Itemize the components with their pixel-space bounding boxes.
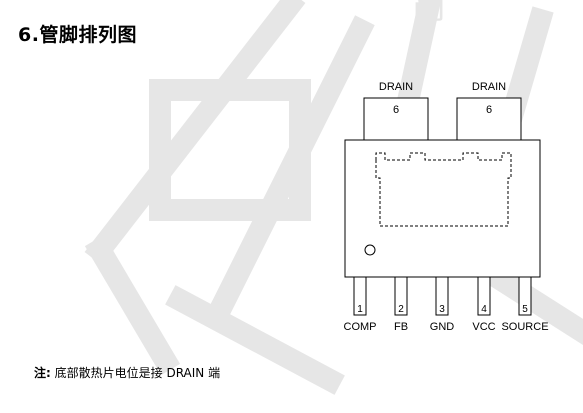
- pin-number: 2: [398, 304, 404, 315]
- pin-name: COMP: [344, 321, 377, 333]
- pin-name: FB: [394, 321, 408, 333]
- section-heading: 6.管脚排列图: [18, 24, 137, 46]
- pin-number: 5: [522, 304, 528, 315]
- pin-name: GND: [430, 321, 455, 333]
- drain-tab-label: DRAIN: [472, 81, 506, 93]
- pin-1: 1 COMP: [344, 276, 377, 333]
- drain-tab-number: 6: [486, 104, 492, 116]
- pin-2: 2 FB: [394, 276, 408, 333]
- drain-tab-label: DRAIN: [379, 81, 413, 93]
- heatsink-outline: [375, 152, 512, 227]
- drain-tab-right: DRAIN 6: [456, 81, 522, 141]
- pin-number: 3: [439, 304, 445, 315]
- drain-tab-left: DRAIN 6: [363, 81, 429, 141]
- pin-name: VCC: [472, 321, 495, 333]
- footnote: 注: 底部散热片电位是接 DRAIN 端: [34, 364, 220, 381]
- pin-4: 4 VCC: [472, 276, 496, 333]
- footnote-label: 注:: [34, 366, 51, 380]
- pin-number: 1: [357, 304, 363, 315]
- drain-tab-number: 6: [393, 104, 399, 116]
- pin1-marker: [364, 244, 376, 256]
- pin-name: SOURCE: [501, 321, 548, 333]
- pin-5: 5 SOURCE: [501, 276, 549, 333]
- watermark-text: 简: [412, 0, 446, 26]
- pin-number: 4: [481, 304, 487, 315]
- footnote-text: 底部散热片电位是接 DRAIN 端: [54, 366, 221, 380]
- pin-3: 3 GND: [430, 276, 455, 333]
